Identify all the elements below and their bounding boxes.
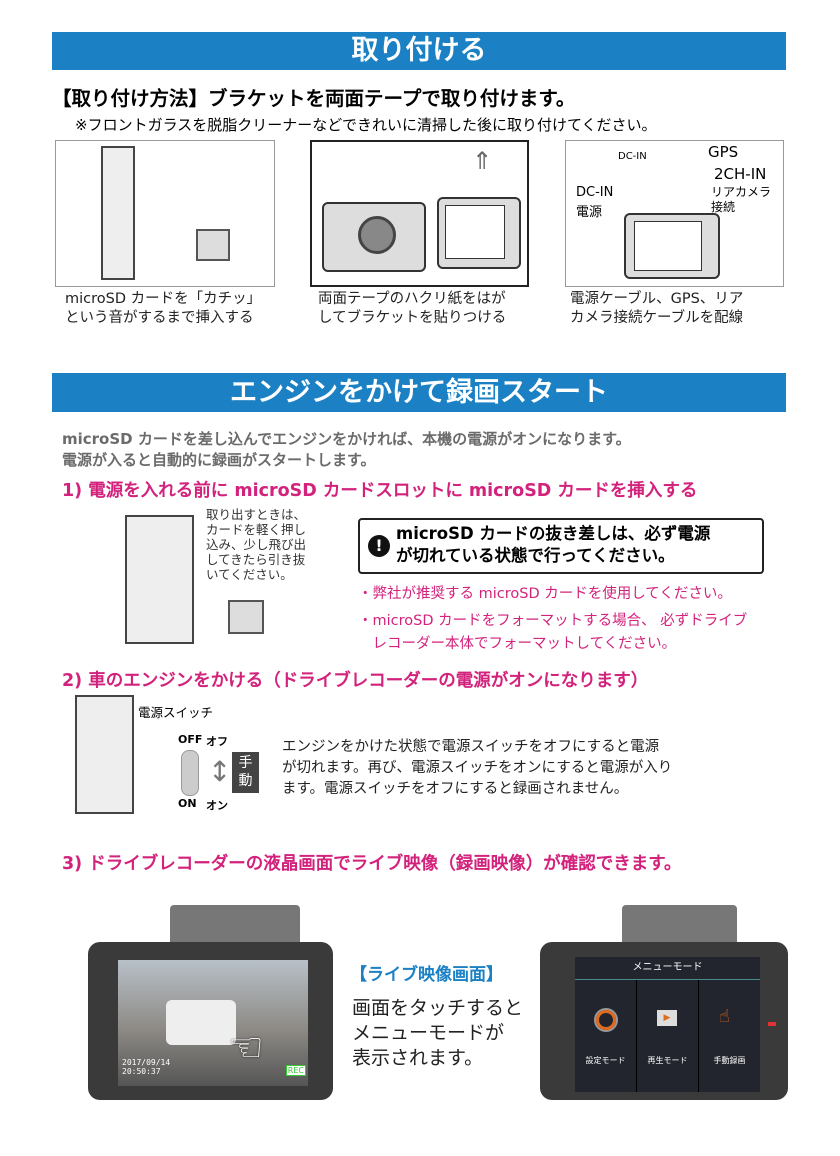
step1-heading: 1) 電源を入れる前に microSD カードスロットに microSD カード… bbox=[62, 481, 698, 501]
hand-pointer-icon: ☜ bbox=[228, 1025, 264, 1071]
insert-card-illustration bbox=[55, 140, 275, 287]
microsd-card-icon bbox=[228, 600, 264, 634]
device-side-view bbox=[125, 515, 194, 644]
device-back bbox=[437, 197, 521, 269]
intro-line-2: 電源が入ると自動的に録画がスタートします。 bbox=[62, 451, 376, 469]
intro-line-1: microSD カードを差し込んでエンジンをかければ、本機の電源がオンになります… bbox=[62, 430, 631, 448]
device-back bbox=[624, 213, 720, 279]
osd-time: 20:50:37 bbox=[122, 1067, 161, 1076]
install-note: ※フロントガラスを脱脂クリーナーなどできれいに清掃した後に取り付けてください。 bbox=[75, 116, 657, 134]
device-side-view bbox=[101, 146, 135, 280]
device-side-view bbox=[75, 695, 134, 814]
label-2ch-in: 2CH-IN bbox=[714, 165, 767, 183]
label-gps: GPS bbox=[708, 143, 739, 161]
caption-wiring: 電源ケーブル、GPS、リア カメラ接続ケーブルを配線 bbox=[570, 291, 744, 326]
remove-card-note: 取り出すときは、 カードを軽く押し 込み、少し飛び出 してきたら引き抜 いてくだ… bbox=[206, 507, 307, 582]
osd-date: 2017/09/14 bbox=[122, 1058, 171, 1067]
clapperboard-icon: ▶ bbox=[657, 1010, 677, 1026]
caption-bracket: 両面テープのハクリ紙をはが してブラケットを貼りつける bbox=[318, 291, 507, 326]
caption-insert-card: microSD カードを「カチッ」 という音がするまで挿入する bbox=[65, 291, 262, 326]
off-label: OFF bbox=[178, 733, 203, 746]
label-rear-camera: リアカメラ bbox=[711, 185, 772, 199]
live-screen-label: 【ライブ映像画面】 bbox=[350, 965, 503, 985]
bracket-illustration: ⇑ bbox=[310, 140, 529, 287]
menu-item-playback[interactable]: ▶ 再生モード bbox=[637, 980, 699, 1092]
menu-item-label: 設定モード bbox=[585, 1056, 626, 1065]
exclamation-icon: ! bbox=[368, 535, 390, 557]
off-kana-label: オフ bbox=[206, 735, 228, 748]
section-title-install: 取り付ける bbox=[52, 32, 786, 70]
power-switch-label: 電源スイッチ bbox=[138, 705, 214, 720]
menu-item-manual-record[interactable]: ☝ 手動録画 bbox=[699, 980, 760, 1092]
rec-indicator: REC bbox=[285, 1065, 306, 1076]
warning-box: ! microSD カードの抜き差しは、必ず電源 が切れている状態で行ってくださ… bbox=[358, 518, 764, 574]
microsd-card-icon bbox=[196, 229, 230, 261]
menu-device: メニューモード 設定モード ▶ 再生モード ☝ 手動録画 bbox=[540, 942, 788, 1100]
menu-item-settings[interactable]: 設定モード bbox=[575, 980, 637, 1092]
install-method: 【取り付け方法】ブラケットを両面テープで取り付けます。 bbox=[52, 87, 576, 110]
arrow-updown-icon: ↕ bbox=[208, 755, 232, 788]
arrow-up-icon: ⇑ bbox=[472, 147, 493, 175]
bullet-format: ・microSD カードをフォーマットする場合、 必ずドライブ レコーダー本体で… bbox=[358, 613, 748, 652]
touch-hand-icon: ☝ bbox=[719, 1006, 730, 1027]
bullet-recommended-card: ・弊社が推奨する microSD カードを使用してください。 bbox=[358, 586, 732, 602]
label-power: 電源 bbox=[576, 205, 603, 220]
label-dcin: DC-IN bbox=[576, 185, 614, 200]
menu-screen: メニューモード 設定モード ▶ 再生モード ☝ 手動録画 bbox=[575, 957, 760, 1092]
label-dcin-cable: DC-IN bbox=[618, 151, 647, 162]
status-led bbox=[768, 1022, 776, 1026]
menu-item-label: 手動録画 bbox=[713, 1056, 746, 1065]
power-switch-icon bbox=[181, 750, 199, 796]
menu-item-label: 再生モード bbox=[647, 1056, 688, 1065]
device-front bbox=[322, 202, 426, 272]
car-image bbox=[166, 1000, 236, 1045]
wiring-illustration: DC-IN GPS 2CH-IN リアカメラ 接続 DC-IN 電源 bbox=[565, 140, 784, 287]
on-label: ON bbox=[178, 797, 197, 810]
on-kana-label: オン bbox=[206, 799, 228, 812]
live-screen-text: 画面をタッチすると メニューモードが 表示されます。 bbox=[352, 997, 524, 1069]
manual-badge: 手 動 bbox=[232, 752, 259, 793]
label-connect: 接続 bbox=[711, 200, 736, 214]
menu-title: メニューモード bbox=[575, 957, 760, 980]
step2-heading: 2) 車のエンジンをかける（ドライブレコーダーの電源がオンになります） bbox=[62, 671, 649, 691]
step3-heading: 3) ドライブレコーダーの液晶画面でライブ映像（録画映像）が確認できます。 bbox=[62, 854, 682, 874]
warning-text: microSD カードの抜き差しは、必ず電源 が切れている状態で行ってください。 bbox=[396, 524, 711, 565]
section-title-start: エンジンをかけて録画スタート bbox=[52, 373, 786, 412]
power-switch-text: エンジンをかけた状態で電源スイッチをオフにすると電源 が切れます。再び、電源スイ… bbox=[282, 739, 673, 797]
gear-icon bbox=[596, 1010, 616, 1030]
